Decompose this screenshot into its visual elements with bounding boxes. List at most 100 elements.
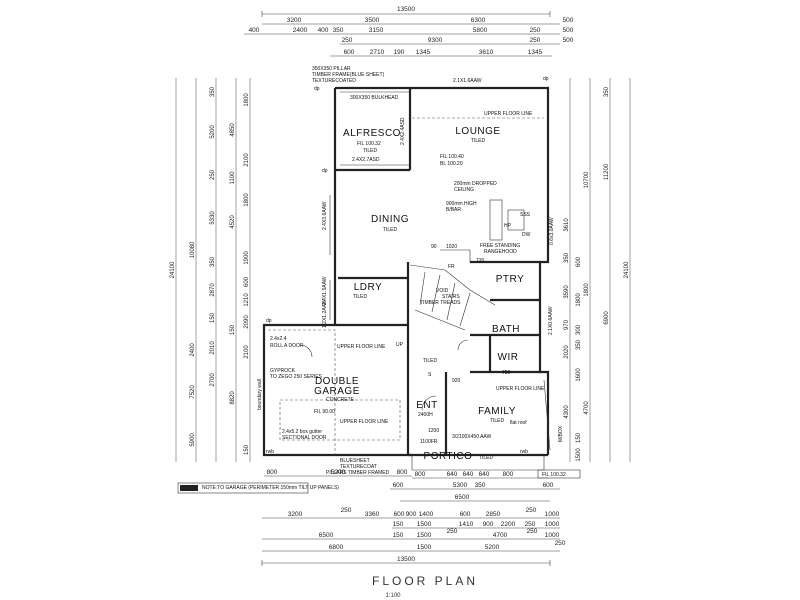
- finish-alfresco: TILED: [363, 148, 378, 154]
- dim-bottom: 800: [415, 471, 426, 478]
- dim-left: 350: [210, 86, 216, 97]
- left-dimensions: 24100 10080 350 5200 250 5330 350 2870 1…: [170, 78, 251, 462]
- note-dropped-ceiling: 200mm DROPPED: [454, 181, 497, 187]
- dim-top: 3610: [479, 49, 494, 56]
- note-dw: DW: [522, 232, 531, 238]
- note-high-bar: 900mm HIGH: [446, 201, 477, 207]
- dim-bottom: 3360: [365, 511, 380, 518]
- dim-bottom: 1500: [417, 521, 432, 528]
- note-alfresco-window: 2.4X2.7ASD: [352, 157, 380, 163]
- dim-bottom: 1400: [419, 511, 434, 518]
- dim-left: 600: [244, 276, 250, 287]
- note-bluesheet: BLUESHEET: [340, 458, 370, 464]
- note-timber-frame: TIMBER FRAME(BLUE SHEET): [312, 72, 385, 78]
- dim-left: 7520: [190, 385, 196, 399]
- dim-right: 2020: [564, 345, 570, 359]
- dim-bottom: 600: [543, 482, 554, 489]
- dim-bottom: 900: [406, 511, 417, 518]
- dim-left: 2400: [190, 343, 196, 357]
- dim-bottom: 5200: [485, 544, 500, 551]
- dim-bottom: 250: [341, 507, 352, 514]
- dim-bottom: 1000: [545, 532, 560, 539]
- dim-right: 970: [564, 319, 570, 330]
- room-ent: ENT: [416, 400, 438, 411]
- finish-garage: CONCRETE: [326, 397, 355, 403]
- dim-right: 4700: [584, 401, 590, 415]
- dim-top: 350: [333, 27, 344, 34]
- note-garage-upper-line-2: UPPER FLOOR LINE: [340, 419, 389, 425]
- note-texturecoat: TEXTURECOAT: [340, 464, 377, 470]
- dim-top: 400: [318, 27, 329, 34]
- room-garage: GARAGE: [314, 386, 360, 397]
- dim-bottom: 1000: [545, 511, 560, 518]
- note-right-window: 0.6x3.0AAW: [549, 217, 555, 245]
- note-fr: FR: [448, 264, 455, 270]
- dim-bottom: 1500: [417, 544, 432, 551]
- dim-bottom: 800: [397, 469, 408, 476]
- dim-bottom: 600: [394, 511, 405, 518]
- note-bulkhead: 300X350 BULKHEAD: [350, 95, 399, 101]
- note-gyprock: GYPROCK: [270, 368, 296, 374]
- plan-scale: 1:100: [385, 593, 401, 599]
- note-ldry-window-2: 1.2X1.2AAW: [322, 299, 328, 328]
- dim-right: 1600: [576, 368, 582, 382]
- dim-top: 5800: [473, 27, 488, 34]
- room-double: DOUBLE: [315, 376, 359, 387]
- dim-right: 350: [604, 86, 610, 97]
- note-bbar: B/BAR: [446, 207, 461, 213]
- dim-right: 600: [576, 256, 582, 267]
- dim-left: 2870: [210, 283, 216, 297]
- dim-bottom: 1410: [459, 521, 474, 528]
- note-sectional-2: SECTIONAL DOOR: [282, 435, 327, 441]
- dim-left: 4850: [230, 123, 236, 137]
- dim-left: 250: [210, 169, 216, 180]
- note-ent-height: 2400H: [418, 412, 433, 418]
- note-garage-upper-line: UPPER FLOOR LINE: [337, 344, 386, 350]
- dim-top-total: 13500: [397, 6, 415, 13]
- dim-right: 1800: [584, 283, 590, 297]
- finish-family: TILED: [490, 418, 505, 424]
- dim-left: 150: [230, 324, 236, 335]
- note-lounge-window: 2.1X1.6AAW: [453, 78, 482, 84]
- dim-right: 350: [576, 339, 582, 350]
- plan-title: FLOOR PLAN: [372, 574, 478, 588]
- bottom-dimensions: 800 5200 800 800 640 640 640 800 600 530…: [261, 469, 566, 566]
- note-texturecoated: TEXTURECOATED: [312, 78, 356, 84]
- note-zego: TO ZEGO 250 SERIES: [270, 374, 323, 380]
- dim-right: 3610: [564, 218, 570, 232]
- dim-bottom: 800: [503, 471, 514, 478]
- dim-left: 350: [210, 256, 216, 267]
- dim-right: 150: [576, 432, 582, 443]
- note-sectional: 2.4x5.2 box gutter: [282, 429, 322, 435]
- dim-left: 5900: [190, 433, 196, 447]
- dim-bottom: 150: [393, 532, 404, 539]
- dim-right: 1500: [576, 448, 582, 462]
- finish-ldry: TILED: [353, 294, 368, 300]
- note-dim-90: 90: [431, 244, 437, 250]
- note-ldry-window: 2.4X1.5AAW: [322, 276, 328, 305]
- legend-swatch: [180, 485, 198, 491]
- annotations: 350X350 PILLAR TIMBER FRAME(BLUE SHEET) …: [257, 66, 581, 479]
- room-labels: ALFRESCO LOUNGE TILED DINING TILED LDRY …: [314, 126, 524, 462]
- dim-bottom: 5200: [331, 469, 346, 476]
- dim-left: 1800: [244, 193, 250, 207]
- dim-top: 250: [530, 37, 541, 44]
- dim-top: 3200: [287, 17, 302, 24]
- note-rwb-left: rwb: [266, 449, 274, 455]
- dim-top: 3150: [369, 27, 384, 34]
- top-dimensions: 13500 3200 3500 6300 500 400 2400 400 35…: [244, 6, 574, 57]
- dim-top: 1345: [416, 49, 431, 56]
- note-pillar: 350X350 PILLAR: [312, 66, 351, 72]
- dim-left: 10080: [190, 241, 196, 258]
- dim-top: 3500: [365, 17, 380, 24]
- note-door-1200: 1200: [428, 428, 439, 434]
- dim-bottom: 600: [393, 482, 404, 489]
- room-wir: WIR: [498, 352, 519, 363]
- dim-top: 500: [563, 37, 574, 44]
- dim-bottom: 640: [479, 471, 490, 478]
- note-timber-treads: TIMBER TREADS: [420, 300, 461, 306]
- note-family-upper-line: UPPER FLOOR LINE: [496, 386, 545, 392]
- note-mbox: M/BOX: [558, 425, 564, 442]
- dim-top: 6300: [471, 17, 486, 24]
- dim-bottom: 250: [527, 528, 538, 535]
